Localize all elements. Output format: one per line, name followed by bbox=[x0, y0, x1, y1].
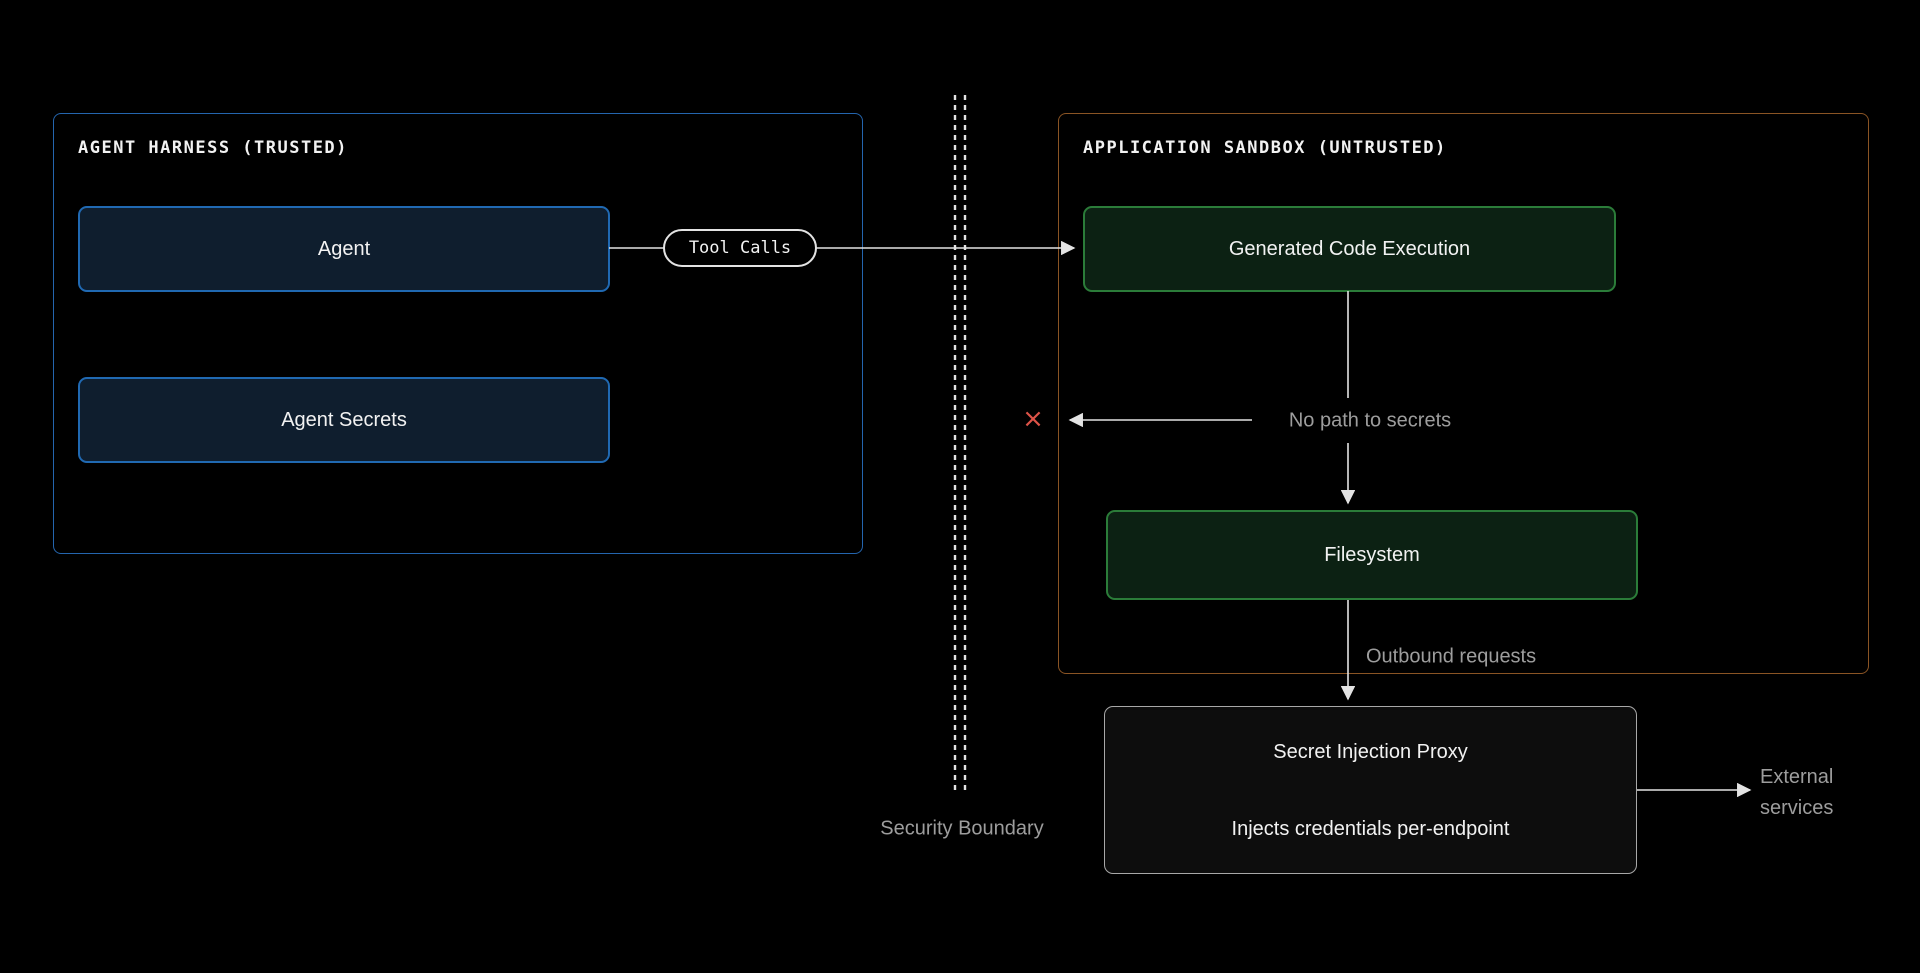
secret-injection-proxy-title: Secret Injection Proxy bbox=[1273, 741, 1468, 763]
blocked-x-icon: × bbox=[1022, 404, 1044, 434]
outbound-requests-label: Outbound requests bbox=[1366, 645, 1537, 668]
application-sandbox-title: APPLICATION SANDBOX (UNTRUSTED) bbox=[1083, 138, 1447, 158]
agent-harness-zone: AGENT HARNESS (TRUSTED) Agent Agent Secr… bbox=[53, 113, 863, 554]
node-agent-label: Agent bbox=[317, 237, 371, 260]
external-services-line2: services bbox=[1760, 797, 1834, 819]
node-agent-secrets-label: Agent Secrets bbox=[281, 408, 407, 431]
tool-calls-pill: Tool Calls bbox=[663, 229, 817, 267]
node-secret-injection-proxy: Secret Injection Proxy Injects credentia… bbox=[1104, 706, 1637, 874]
node-filesystem-label: Filesystem bbox=[1324, 543, 1420, 566]
node-generated-code-execution-label: Generated Code Execution bbox=[1228, 237, 1471, 260]
node-agent: Agent bbox=[78, 206, 610, 292]
agent-harness-title: AGENT HARNESS (TRUSTED) bbox=[78, 138, 348, 158]
no-path-to-secrets-label: No path to secrets bbox=[1282, 409, 1458, 433]
external-services-line1: External bbox=[1760, 766, 1834, 788]
node-filesystem: Filesystem bbox=[1106, 510, 1638, 600]
external-services-label: External services bbox=[1760, 762, 1833, 824]
security-boundary-label: Security Boundary bbox=[880, 817, 1044, 840]
node-generated-code-execution: Generated Code Execution bbox=[1083, 206, 1616, 292]
node-agent-secrets: Agent Secrets bbox=[78, 377, 610, 463]
application-sandbox-zone: APPLICATION SANDBOX (UNTRUSTED) Generate… bbox=[1058, 113, 1869, 674]
secret-injection-proxy-subtitle: Injects credentials per-endpoint bbox=[1231, 818, 1510, 840]
